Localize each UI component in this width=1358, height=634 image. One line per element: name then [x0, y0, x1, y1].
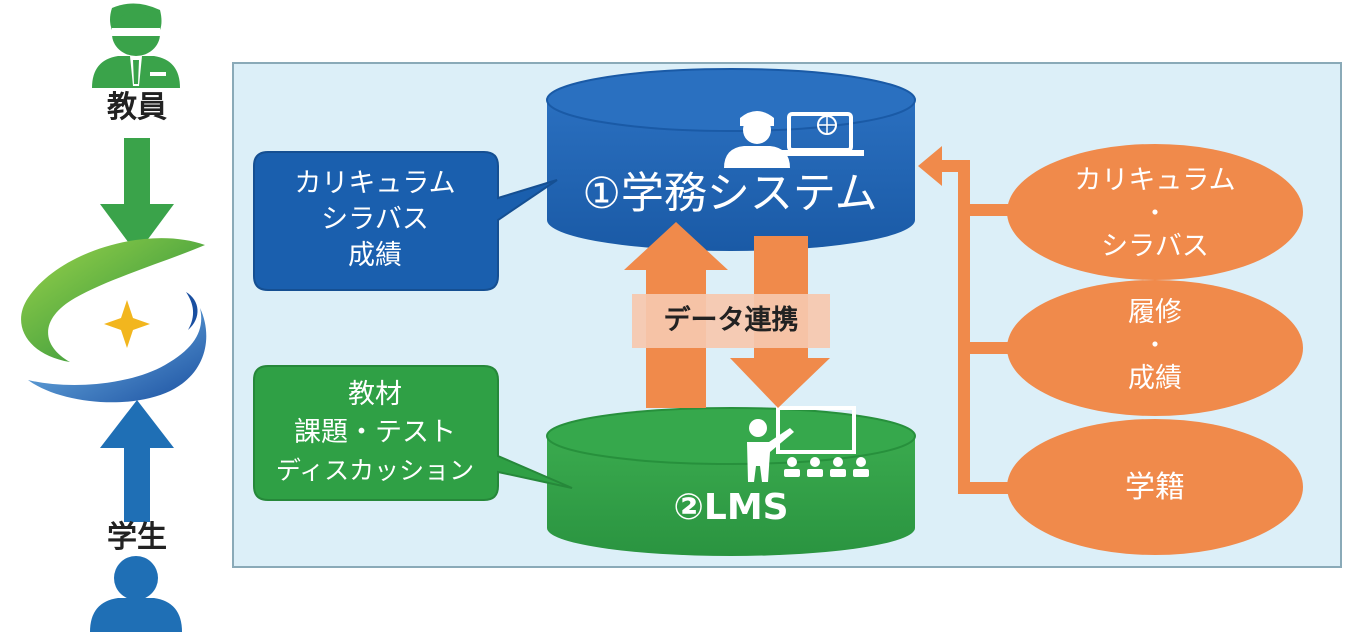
registration-label-line-2: ・ — [1143, 331, 1167, 359]
academic-callout-line-3: 成績 — [348, 240, 402, 271]
swirl-logo-icon — [21, 238, 207, 403]
lms-callout-line-1: 教材 — [348, 379, 402, 410]
academic-callout-line-1: カリキュラム — [294, 168, 456, 199]
curriculum-label-line-3: シラバス — [1101, 231, 1209, 262]
lms-callout-line-2: 課題・テスト — [294, 417, 456, 448]
curriculum-label-line-2: ・ — [1143, 199, 1167, 227]
lms-cylinder — [546, 407, 916, 556]
lms-callout-line-3: ディスカッション — [275, 456, 475, 485]
student-person-icon — [90, 556, 182, 632]
teacher-label: 教員 — [107, 90, 167, 125]
teacher-arrow-down — [100, 138, 174, 254]
data-link-label: データ連携 — [663, 305, 799, 336]
data-source-registration — [1007, 280, 1303, 416]
teacher-person-icon — [92, 3, 180, 88]
registration-label-line-3: 成績 — [1128, 363, 1182, 394]
academic-callout-line-2: シラバス — [321, 204, 429, 235]
data-link-label-box — [632, 294, 830, 348]
data-source-connectors — [918, 146, 1010, 494]
curriculum-label-line-1: カリキュラム — [1074, 165, 1236, 196]
academic-system-label: ①学務システム — [582, 169, 878, 219]
lms-callout — [253, 365, 573, 501]
person-at-computer-icon — [724, 111, 864, 168]
lms-label: ②LMS — [673, 487, 789, 528]
teacher-at-board-icon — [747, 406, 869, 482]
registration-label-line-1: 履修 — [1128, 297, 1182, 328]
data-source-curriculum — [1007, 144, 1303, 280]
data-source-enrollment — [1007, 419, 1303, 555]
enrollment-label: 学籍 — [1125, 470, 1185, 505]
academic-callout — [253, 151, 558, 291]
student-arrow-up — [100, 400, 174, 522]
student-label: 学生 — [107, 520, 167, 555]
